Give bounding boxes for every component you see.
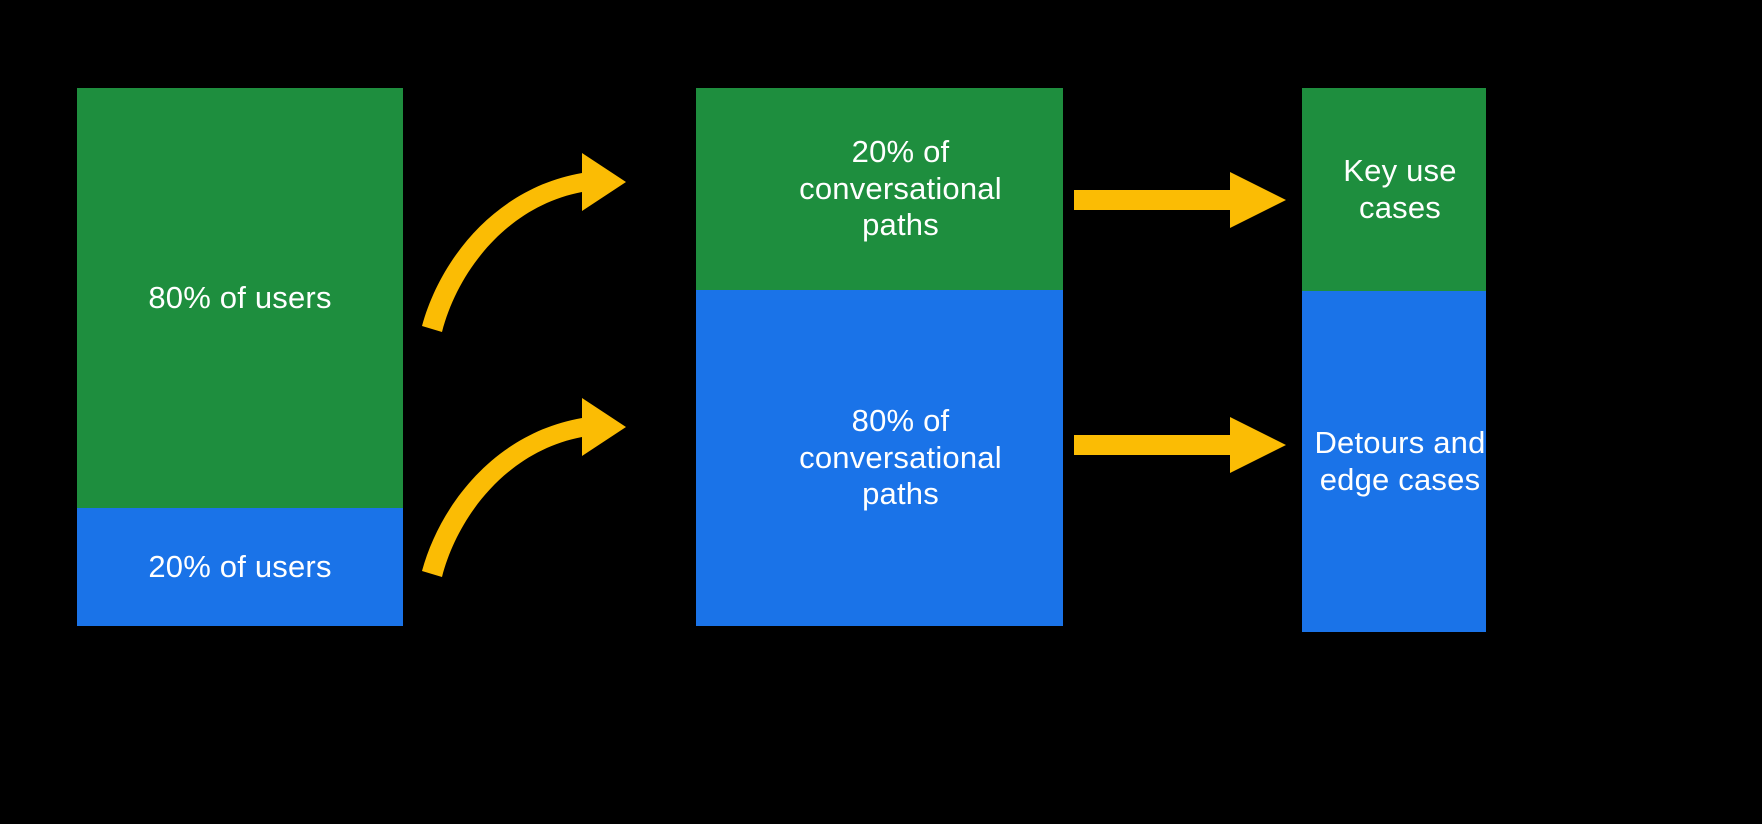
block-users-majority: 80% of users — [77, 88, 403, 508]
block-users-minority: 20% of users — [77, 508, 403, 626]
block-detours-edge-cases: Detours and edge cases — [1302, 291, 1486, 632]
block-paths-minority: 20% of conversational paths — [696, 88, 1063, 290]
block-paths-minority-label: 20% of conversational paths — [799, 134, 1002, 243]
block-users-majority-label: 80% of users — [148, 279, 332, 315]
block-key-use-cases-label: Key use cases — [1343, 152, 1457, 225]
curved-arrow-up-icon — [422, 153, 626, 332]
right-arrow-icon — [1074, 172, 1286, 228]
block-detours-edge-cases-label: Detours and edge cases — [1314, 424, 1486, 497]
block-paths-majority-label: 80% of conversational paths — [799, 403, 1002, 512]
block-key-use-cases: Key use cases — [1302, 88, 1486, 291]
block-users-minority-label: 20% of users — [148, 548, 332, 584]
block-paths-majority: 80% of conversational paths — [696, 290, 1063, 626]
curved-arrow-up-icon — [422, 398, 626, 577]
right-arrow-icon — [1074, 417, 1286, 473]
